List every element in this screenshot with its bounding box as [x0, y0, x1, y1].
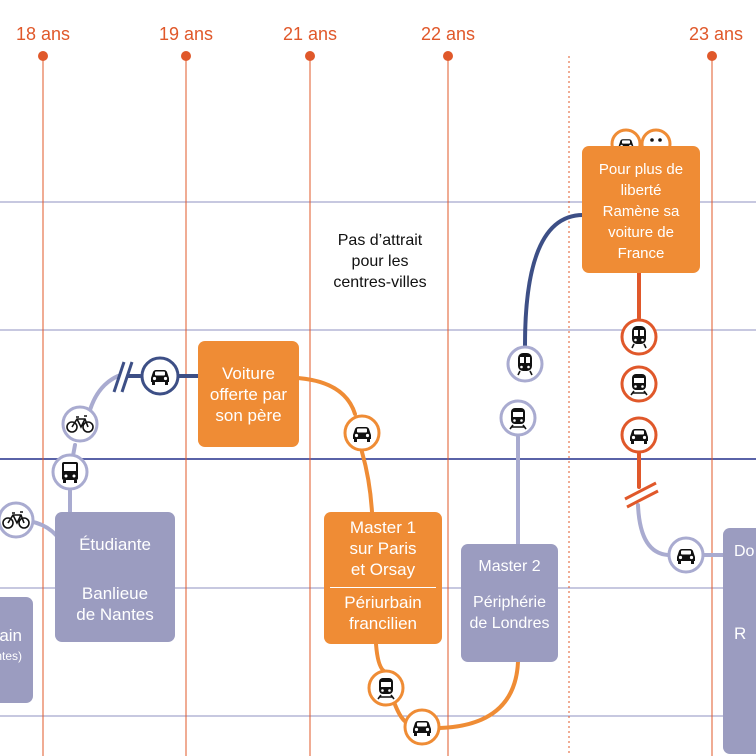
- age-lines: [38, 51, 717, 756]
- car-icon: [343, 414, 381, 452]
- car-icon: [403, 708, 441, 746]
- annotation-note: Pas d’attrait pour les centres-villes: [333, 232, 427, 291]
- master1-box: Master 1 sur Paris et Orsay Périurbain f…: [324, 512, 442, 644]
- train-icon: [367, 669, 405, 707]
- divider: [330, 587, 436, 588]
- bus-icon: [51, 453, 89, 491]
- voiture-offerte-box: Voiture offerte par son père: [198, 341, 299, 447]
- car-icon: [620, 416, 658, 454]
- age-label-21: 21 ans: [282, 24, 338, 44]
- train-icon: [499, 399, 537, 437]
- age-label-19: 19 ans: [158, 24, 214, 44]
- age-label-18: 18 ans: [15, 24, 71, 44]
- break-marks: [112, 361, 659, 509]
- car-icon: [667, 536, 705, 574]
- etudiante-box: Étudiante Banlieue de Nantes: [55, 512, 175, 642]
- partial-box-right: Do R: [723, 528, 756, 754]
- bike-icon: [0, 501, 35, 539]
- metro-icon: [620, 318, 658, 356]
- etudiante-label: Étudiante: [79, 535, 151, 554]
- master2-box: Master 2 Périphérie de Londres: [461, 544, 558, 662]
- partial-box-left: ain ntes): [0, 597, 33, 703]
- age-label-23: 23 ans: [688, 24, 744, 44]
- metro-icon: [506, 345, 544, 383]
- age-label-22: 22 ans: [420, 24, 476, 44]
- train-icon: [620, 365, 658, 403]
- car-icon: [140, 356, 180, 396]
- bike-icon: [61, 405, 99, 443]
- liberte-box: Pour plus de liberté Ramène sa voiture d…: [582, 146, 700, 273]
